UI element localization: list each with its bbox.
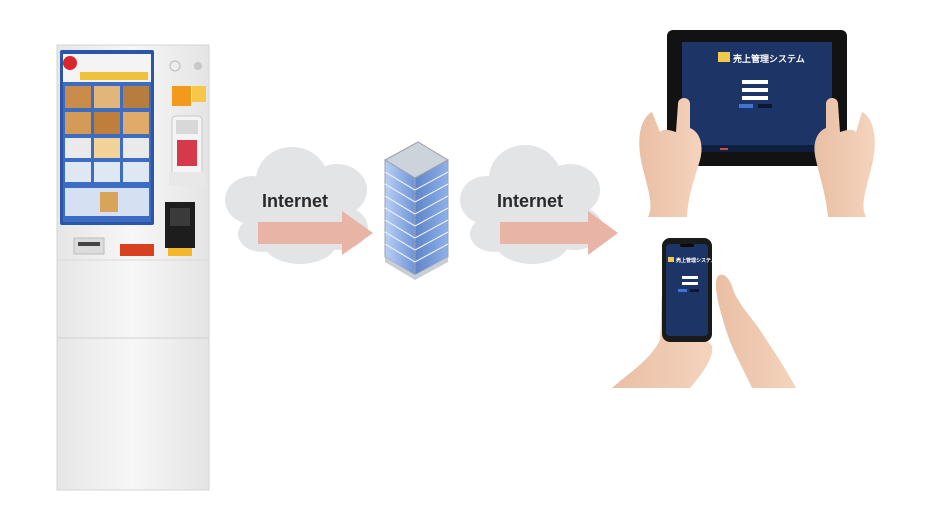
smartphone-icon: 売上管理システム (662, 238, 716, 342)
arrow-right-label: Internet (497, 191, 563, 211)
arrow-right (500, 211, 618, 255)
phone-app-title: 売上管理システム (676, 257, 716, 264)
hand-icon (715, 274, 796, 388)
payment-terminal-icon (169, 115, 205, 186)
tablet-app-title: 売上管理システム (733, 53, 805, 65)
arrow-left (258, 211, 373, 255)
arrow-left-label: Internet (262, 191, 328, 211)
kiosk-icon (56, 44, 210, 491)
server-building-icon (383, 141, 450, 280)
tablet-icon: 売上管理システム (667, 30, 847, 166)
menu-grid (65, 86, 149, 216)
hand-icon (639, 98, 875, 217)
hand-icon (612, 286, 713, 388)
